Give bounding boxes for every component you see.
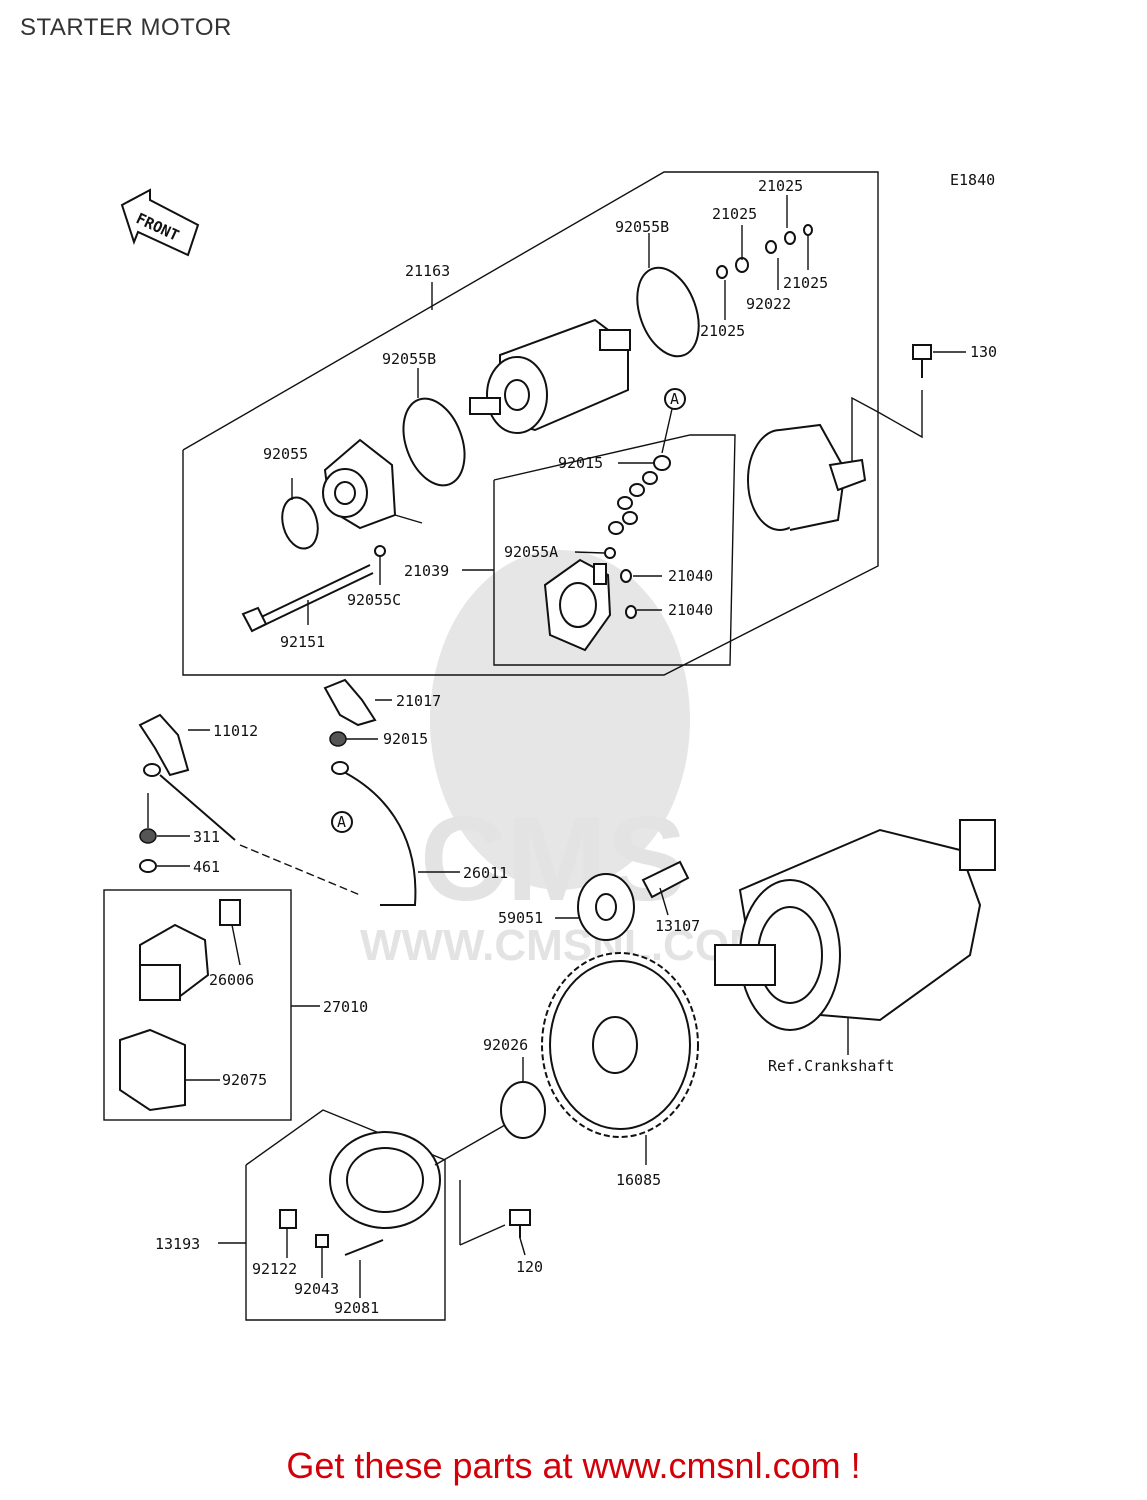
callout-label: 26011: [463, 864, 508, 882]
callout-label: 92151: [280, 633, 325, 651]
callout-label: 21039: [404, 562, 449, 580]
callout-label: 92015: [558, 454, 603, 472]
callout-label: 13107: [655, 917, 700, 935]
footer-link[interactable]: Get these parts at www.cmsnl.com !: [286, 1445, 861, 1486]
callout-label: 26006: [209, 971, 254, 989]
cap-21017: [323, 678, 377, 727]
o-ring-92055b: [402, 397, 466, 487]
end-cover: [322, 438, 397, 530]
callout-label: 27010: [323, 998, 368, 1016]
callout-label: 13193: [155, 1235, 200, 1253]
through-bolt-92151: [241, 564, 374, 633]
washer-92026: [500, 1081, 546, 1139]
callout-label: 92055A: [504, 543, 558, 561]
callout-label: 21040: [668, 567, 713, 585]
callout-label: 21025: [712, 205, 757, 223]
o-ring-92055b-top: [636, 266, 700, 358]
callout-label: 92015: [383, 730, 428, 748]
callout-label: 92055B: [382, 350, 436, 368]
battery-cable-26011: [331, 761, 417, 906]
callout-label: 120: [516, 1258, 543, 1276]
callout-label: A: [670, 390, 679, 408]
page-title: STARTER MOTOR: [20, 14, 232, 41]
starter-relay: [139, 923, 210, 1002]
callout-label: 92081: [334, 1299, 379, 1317]
callout-label: 21025: [783, 274, 828, 292]
callout-label: 92055B: [615, 218, 669, 236]
front-arrow-label: FRONT: [133, 209, 182, 244]
callout-label: 16085: [616, 1171, 661, 1189]
callout-label: 130: [970, 343, 997, 361]
callout-label: 92055C: [347, 591, 401, 609]
crankshaft: [714, 819, 996, 1031]
cap-11012: [138, 713, 190, 777]
shaft-13107: [641, 860, 690, 899]
callout-label: 92022: [746, 295, 791, 313]
starter-clutch-13193: [329, 1131, 441, 1229]
cable-11012: [143, 763, 361, 896]
starter-motor-body: [469, 318, 631, 434]
callout-label: 311: [193, 828, 220, 846]
callout-label: 21025: [700, 322, 745, 340]
callout-label: 21040: [668, 601, 713, 619]
watermark-url: WWW.CMSNL.COM: [360, 921, 766, 970]
watermark-logo: CMS WWW.CMSNL.COM: [360, 550, 766, 970]
callout-label: 59051: [498, 909, 543, 927]
callout-label: 21163: [405, 262, 450, 280]
clutch-housing-cover: [747, 423, 867, 531]
callout-label: 92122: [252, 1260, 297, 1278]
callout-label: 11012: [213, 722, 258, 740]
watermark-brand: CMS: [420, 792, 687, 926]
callout-label: Ref.Crankshaft: [768, 1057, 894, 1075]
bolt-130: [912, 344, 932, 378]
relay-cover-92075: [119, 1028, 186, 1112]
fuse-26006: [219, 899, 241, 926]
diagram-code: E1840: [950, 171, 995, 189]
callout-label: A: [337, 813, 346, 831]
starter-gear-16085: [541, 952, 699, 1138]
brush-holder-21039: [543, 558, 612, 652]
callout-label: 21025: [758, 177, 803, 195]
callout-label: 92043: [294, 1280, 339, 1298]
callout-label: 461: [193, 858, 220, 876]
bolt-120: [509, 1209, 531, 1238]
callout-label: 21017: [396, 692, 441, 710]
callout-label: 92075: [222, 1071, 267, 1089]
callout-label: 92026: [483, 1036, 528, 1054]
idler-gear-59051: [577, 873, 635, 941]
callout-label: 92055: [263, 445, 308, 463]
o-ring-92055: [281, 496, 319, 550]
front-arrow-icon: FRONT: [120, 188, 200, 257]
